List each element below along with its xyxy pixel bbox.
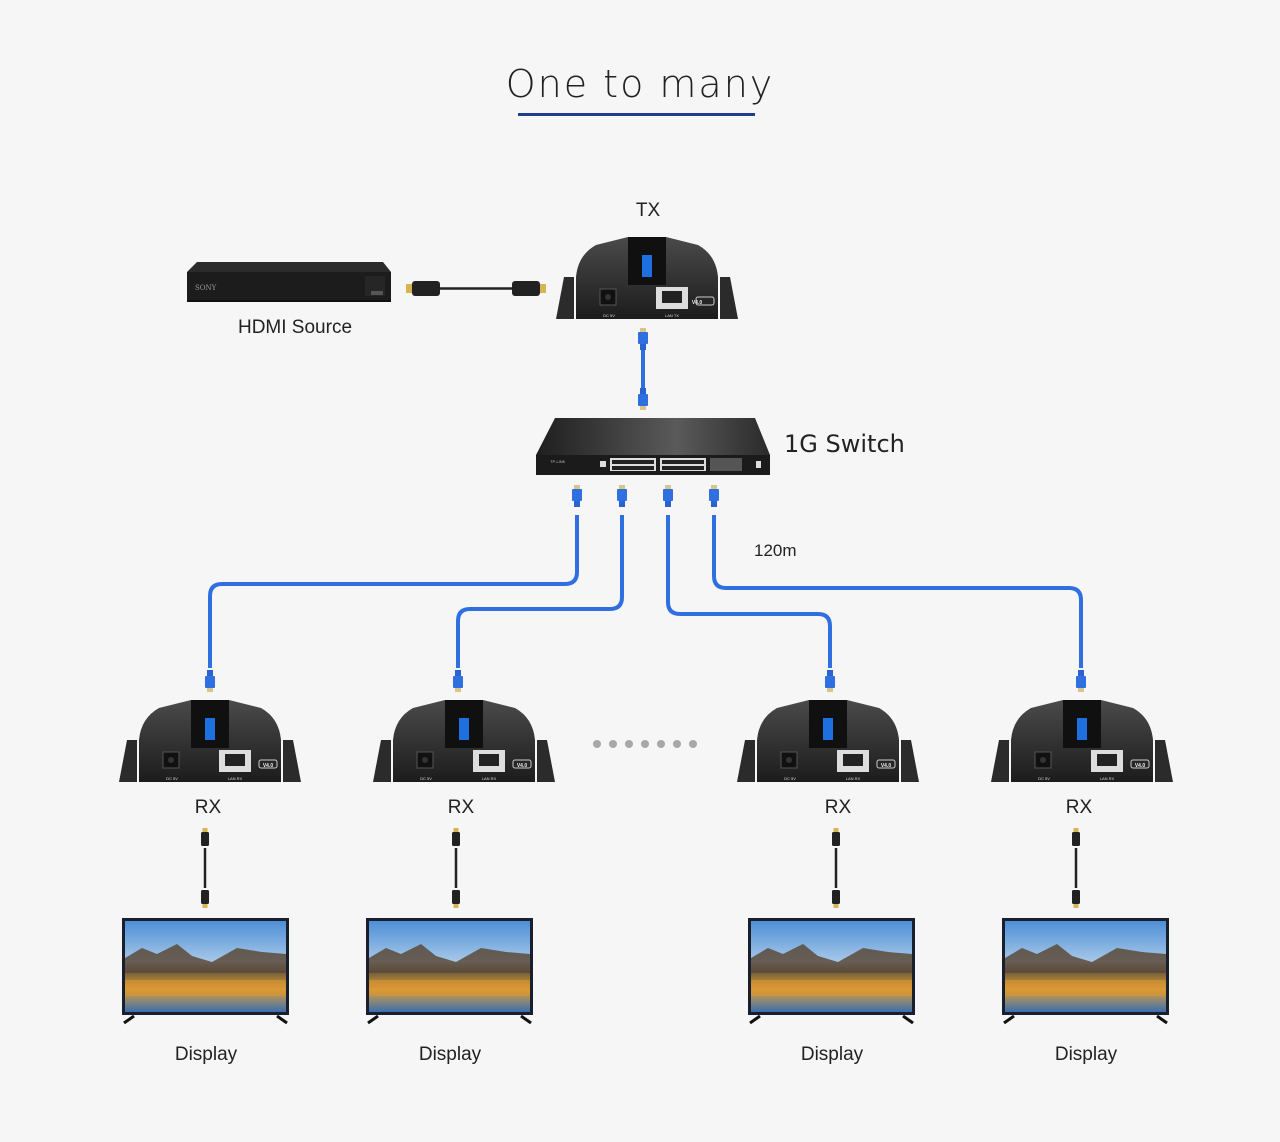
rx-device: V4.0 DC 5V LAN RX: [119, 700, 301, 782]
hdmi-cable-source-tx: [406, 281, 546, 296]
display-label: Display: [1054, 1044, 1118, 1065]
hdmi-cable-rx-display: [832, 828, 840, 908]
ethernet-cable-rx-3: [666, 515, 832, 668]
display-tv: [1002, 918, 1169, 1025]
display-tv: [122, 918, 289, 1025]
hdmi-source-label: HDMI Source: [237, 317, 353, 338]
rx-port-label: LAN RX: [228, 776, 243, 781]
page-title: One to many: [505, 62, 775, 106]
tx-device: [556, 237, 738, 319]
title-underline: [518, 113, 755, 116]
tx-port-label: LAN TX: [665, 313, 679, 318]
hdmi-source-device: [187, 262, 391, 302]
display-label: Display: [800, 1044, 864, 1065]
rx-label: RX: [194, 797, 222, 818]
ethernet-cable-tx-switch: [638, 328, 648, 410]
source-brand-text: SONY: [195, 284, 217, 292]
rx-label: RX: [447, 797, 475, 818]
rx-port-label: LAN RX: [482, 776, 497, 781]
tx-power-label: DC 5V: [603, 313, 615, 318]
rx-version-badge: V4.0: [517, 763, 528, 769]
more-receivers-ellipsis: [593, 740, 697, 748]
rx-power-label: DC 5V: [1038, 776, 1050, 781]
tx-label: TX: [635, 200, 661, 221]
ethernet-cable-rx-1: [208, 515, 579, 668]
tx-version-badge: V4.0: [692, 300, 703, 306]
rx-device: V4.0 DC 5V LAN RX: [737, 700, 919, 782]
rx-devices: V4.0 DC 5V LAN RX V4.0 DC 5V LAN RX V4.0 DC 5V L…: [119, 700, 1173, 782]
network-switch: [536, 418, 770, 475]
switch-label: 1G Switch: [784, 430, 905, 458]
cable-length-label: 120m: [754, 541, 797, 560]
rx-power-label: DC 5V: [784, 776, 796, 781]
display-label: Display: [174, 1044, 238, 1065]
rx-version-badge: V4.0: [1135, 763, 1146, 769]
display-tv: [366, 918, 533, 1025]
display-label: Display: [418, 1044, 482, 1065]
ethernet-cable-rx-4: [712, 515, 1083, 668]
rx-label: RX: [1065, 797, 1093, 818]
rx-version-badge: V4.0: [263, 763, 274, 769]
displays: [122, 828, 1169, 1025]
rx-power-label: DC 5V: [420, 776, 432, 781]
hdmi-cable-rx-display: [1072, 828, 1080, 908]
rx-label: RX: [824, 797, 852, 818]
rx-version-badge: V4.0: [881, 763, 892, 769]
rx-power-label: DC 5V: [166, 776, 178, 781]
rx-device: V4.0 DC 5V LAN RX: [373, 700, 555, 782]
ethernet-cable-rx-2: [456, 515, 624, 668]
rx-port-label: LAN RX: [846, 776, 861, 781]
rx-device: V4.0 DC 5V LAN RX: [991, 700, 1173, 782]
rx-port-label: LAN RX: [1100, 776, 1115, 781]
hdmi-cable-rx-display: [452, 828, 460, 908]
switch-brand-text: TP-LINK: [550, 459, 566, 464]
display-tv: [748, 918, 915, 1025]
ethernet-cables-switch-rx: [208, 515, 1083, 668]
hdmi-cable-rx-display: [201, 828, 209, 908]
